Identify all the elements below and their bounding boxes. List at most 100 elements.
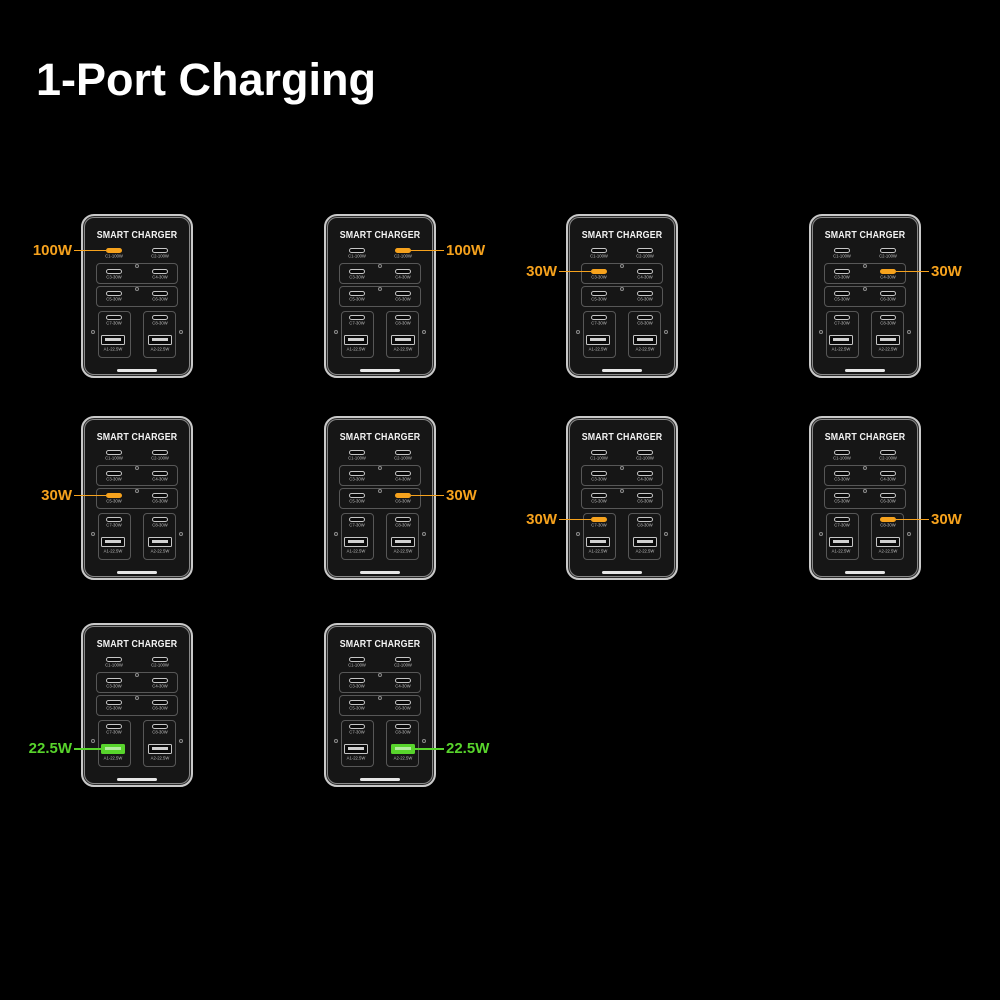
port-label-c7: C7-30W	[106, 321, 122, 326]
port-label-c3: C3-30W	[349, 684, 365, 689]
usb-a-port-a2-icon	[148, 744, 172, 754]
port-label-c5: C5-30W	[591, 297, 607, 302]
port-label-c7: C7-30W	[834, 523, 850, 528]
port-group-c5-c6	[96, 286, 178, 307]
usb-c-port-c6-icon	[637, 291, 653, 296]
usb-c-port-c1-icon	[106, 657, 122, 662]
port-label-c3: C3-30W	[834, 477, 850, 482]
port-group-c3-c4	[581, 465, 663, 486]
port-group-c8-a2	[386, 720, 419, 767]
port-label-c5: C5-30W	[834, 499, 850, 504]
port-label-c1: C1-100W	[105, 254, 123, 259]
port-label-a1: A1-22.5W	[831, 549, 851, 554]
charger-body	[81, 623, 193, 787]
port-label-c1: C1-100W	[348, 456, 366, 461]
port-group-c5-c6	[581, 488, 663, 509]
usb-a-port-a2-icon	[633, 537, 657, 547]
port-label-a1: A1-22.5W	[346, 347, 366, 352]
port-group-c7-a1	[98, 311, 131, 358]
port-group-c5-c6	[96, 695, 178, 716]
port-label-c8: C8-30W	[395, 730, 411, 735]
port-group-c7-a1	[341, 720, 374, 767]
port-label-c3: C3-30W	[834, 275, 850, 280]
charger-brand-label: SMART CHARGER	[96, 431, 178, 443]
usb-a-port-a2-icon	[876, 335, 900, 345]
port-label-c4: C4-30W	[395, 275, 411, 280]
callout-leader-line	[896, 270, 929, 273]
usb-c-port-c8-icon	[880, 315, 896, 320]
indicator-dot-icon	[819, 330, 823, 334]
port-label-c1: C1-100W	[590, 254, 608, 259]
charger-diagram-8: SMART CHARGER C1-100W C2-100W C3-30W C4-…	[809, 416, 962, 580]
port-label-c5: C5-30W	[106, 297, 122, 302]
indicator-dot-icon	[863, 287, 867, 291]
usb-c-port-c2-icon	[880, 248, 896, 253]
port-label-c1: C1-100W	[590, 456, 608, 461]
charger-brand-label: SMART CHARGER	[96, 638, 178, 650]
usb-c-port-c8-icon	[637, 517, 653, 522]
usb-c-port-c3-icon	[106, 678, 122, 683]
port-group-c7-a1	[98, 720, 131, 767]
port-label-c6: C6-30W	[880, 297, 896, 302]
port-label-c1: C1-100W	[105, 663, 123, 668]
port-label-c7: C7-30W	[349, 523, 365, 528]
usb-c-port-c5-icon	[106, 291, 122, 296]
charger-bottom-bar	[845, 369, 885, 372]
charger-brand-label: SMART CHARGER	[581, 431, 663, 443]
usb-c-port-c4-icon	[637, 269, 653, 274]
port-group-c7-a1	[341, 513, 374, 560]
charger-bottom-bar	[845, 571, 885, 574]
usb-a-port-a1-icon	[101, 335, 125, 345]
port-group-c5-c6	[339, 488, 421, 509]
port-label-c4: C4-30W	[152, 477, 168, 482]
port-label-c7: C7-30W	[591, 321, 607, 326]
charger-bottom-bar	[360, 571, 400, 574]
port-label-c4: C4-30W	[637, 275, 653, 280]
port-group-c5-c6	[96, 488, 178, 509]
indicator-dot-icon	[378, 696, 382, 700]
port-label-c8: C8-30W	[880, 523, 896, 528]
port-group-c7-a1	[583, 513, 616, 560]
charger-brand-label: SMART CHARGER	[96, 229, 178, 241]
usb-c-port-c4-icon	[395, 269, 411, 274]
indicator-dot-icon	[179, 330, 183, 334]
usb-a-port-a2-icon	[391, 537, 415, 547]
port-group-c7-a1	[583, 311, 616, 358]
output-power-label: 30W	[931, 510, 962, 528]
port-label-c3: C3-30W	[106, 477, 122, 482]
usb-c-port-c5-icon	[349, 493, 365, 498]
usb-c-port-c4-icon	[152, 269, 168, 274]
port-label-c1: C1-100W	[348, 254, 366, 259]
usb-c-port-c1-icon	[349, 248, 365, 253]
usb-c-port-c3-icon	[834, 471, 850, 476]
port-group-c3-c4	[339, 465, 421, 486]
output-power-label: 100W	[32, 241, 72, 259]
callout-leader-line	[415, 748, 444, 750]
usb-a-port-a1-icon	[344, 744, 368, 754]
usb-c-port-c5-icon	[349, 291, 365, 296]
port-group-c3-c4	[96, 263, 178, 284]
port-label-c2: C2-100W	[879, 456, 897, 461]
port-label-a2: A2-22.5W	[635, 549, 655, 554]
port-group-c8-a2	[871, 513, 904, 560]
port-label-c7: C7-30W	[349, 321, 365, 326]
port-label-c6: C6-30W	[152, 499, 168, 504]
port-label-a1: A1-22.5W	[103, 347, 123, 352]
charger-brand-label: SMART CHARGER	[824, 229, 906, 241]
output-power-label: 30W	[526, 510, 557, 528]
usb-c-port-c6-icon	[152, 493, 168, 498]
port-label-c2: C2-100W	[151, 663, 169, 668]
charger-diagram-6: SMART CHARGER C1-100W C2-100W C3-30W C4-…	[324, 416, 477, 580]
usb-c-port-c1-icon	[106, 450, 122, 455]
port-label-c5: C5-30W	[106, 499, 122, 504]
port-label-c1: C1-100W	[348, 663, 366, 668]
usb-c-port-c1-icon	[834, 450, 850, 455]
indicator-dot-icon	[664, 330, 668, 334]
port-group-c7-a1	[98, 513, 131, 560]
port-group-c8-a2	[871, 311, 904, 358]
usb-c-port-c6-icon	[880, 493, 896, 498]
usb-c-port-c4-icon	[880, 471, 896, 476]
port-label-c4: C4-30W	[395, 477, 411, 482]
output-power-label: 22.5W	[446, 740, 490, 757]
port-label-c1: C1-100W	[833, 254, 851, 259]
